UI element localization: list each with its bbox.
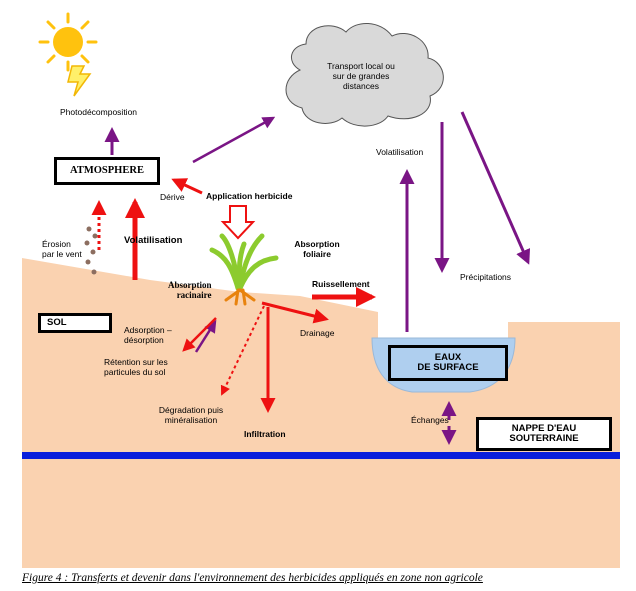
label-absorption-racinaire-line2: racinaire [176,290,212,301]
label-absorption-racinaire-line1: Absorption [168,280,212,290]
label-precipitations: Précipitations [460,272,512,282]
label-ruissellement: Ruissellement [312,279,370,289]
label-transport-line1: Transport local ou [327,61,395,71]
cloud-icon [285,23,444,127]
label-adsorption: Adsorption – désorption [124,325,172,346]
label-transport-line3: distances [343,80,379,91]
label-drainage: Drainage [300,328,335,338]
lightning-icon [67,65,92,97]
label-infiltration: Infiltration [244,429,286,439]
arrow-adsorption-down [182,317,217,352]
box-eaux-de-surface: EAUX DE SURFACE [388,345,508,381]
label-retention: Rétention sur les particules du sol [104,357,168,378]
label-retention-line1: Rétention sur les [104,357,168,367]
label-echanges: Échanges [411,415,449,425]
plant-icon [209,233,279,306]
box-nappe-line1: NAPPE D'EAU [511,422,577,434]
label-degradation: Dégradation puis minéralisation [146,405,236,426]
box-eaux-line1: EAUX [434,351,462,363]
groundwater-line [22,452,620,459]
label-transport-line2: sur de grandes [332,70,390,81]
box-atmosphere: ATMOSPHERE [54,157,160,185]
label-adsorption-line2: désorption [124,334,164,345]
arrow-application [220,205,256,240]
arrow-degradation [220,305,265,396]
label-volatilisation-main: Volatilisation [124,235,183,246]
label-erosion: Érosion par le vent [42,239,82,260]
box-eaux-line2: DE SURFACE [417,362,479,373]
label-application: Application herbicide [206,191,293,201]
sun-icon [38,12,98,72]
box-sol: SOL [38,313,112,333]
label-absorption-foliaire: Absorption foliaire [286,239,348,260]
label-absorption-foliaire-line2: foliaire [303,248,331,259]
label-adsorption-line1: Adsorption – [124,325,172,335]
label-retention-line2: particules du sol [104,366,166,377]
arrow-precipitation-2 [460,111,531,265]
arrow-adsorption-up [194,319,217,353]
label-erosion-line2: par le vent [42,248,82,259]
label-absorption-foliaire-line1: Absorption [294,239,340,249]
label-derive: Dérive [160,192,185,202]
label-photodecomposition: Photodécomposition [60,107,138,117]
box-nappe: NAPPE D'EAU SOUTERRAINE [476,417,612,451]
label-degradation-line2: minéralisation [164,414,218,425]
soil-area [22,258,620,568]
arrow-drainage [261,301,329,324]
label-volatilisation-top: Volatilisation [376,147,424,157]
arrow-atmosphere-transport [192,116,276,164]
arrow-derive [171,178,203,195]
box-nappe-line2: SOUTERRAINE [509,433,579,444]
label-erosion-line1: Érosion [42,239,71,249]
figure-caption: Figure 4 : Transferts et devenir dans l'… [22,572,483,584]
label-transport: Transport local ou sur de grandes distan… [306,61,416,91]
label-absorption-racinaire: Absorption racinaire [168,280,212,301]
erosion-particles [84,226,98,275]
label-degradation-line1: Dégradation puis [158,405,224,415]
